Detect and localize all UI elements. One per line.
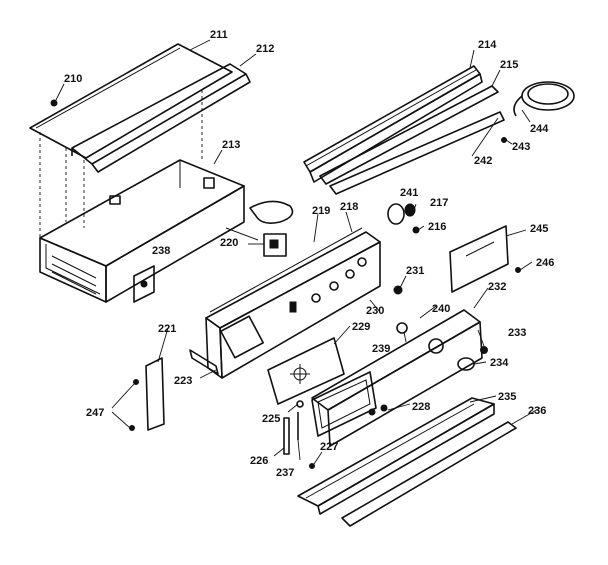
part-221-side-bracket bbox=[145, 357, 165, 431]
callout-229: 229 bbox=[352, 321, 370, 333]
callout-234: 234 bbox=[490, 357, 509, 369]
callout-221: 221 bbox=[158, 323, 176, 335]
callout-219: 219 bbox=[312, 205, 330, 217]
part-220-switch bbox=[263, 233, 287, 257]
callout-210: 210 bbox=[64, 73, 82, 85]
callout-239: 239 bbox=[372, 343, 390, 355]
leader-lines bbox=[55, 39, 541, 465]
callout-213: 213 bbox=[222, 139, 240, 151]
callout-233: 233 bbox=[508, 327, 526, 339]
part-239-washer bbox=[396, 322, 408, 334]
part-219-wiring bbox=[225, 200, 294, 241]
callout-216: 216 bbox=[428, 221, 446, 233]
part-236-bottom-trim bbox=[341, 421, 517, 527]
part-226-rod bbox=[283, 417, 290, 455]
callout-241: 241 bbox=[400, 187, 418, 199]
callout-230: 230 bbox=[366, 305, 384, 317]
callout-225: 225 bbox=[262, 413, 280, 425]
callout-218: 218 bbox=[340, 201, 358, 213]
callout-labels: 210 211 212 213 214 215 216 217 218 219 … bbox=[64, 29, 554, 479]
callout-228: 228 bbox=[412, 401, 430, 413]
part-217-knob-insert bbox=[404, 203, 416, 217]
part-225-clip bbox=[296, 400, 304, 408]
part-238-bracket bbox=[133, 265, 155, 303]
assembly-lines-left bbox=[39, 90, 203, 238]
part-245-shield-plate bbox=[449, 225, 509, 293]
callout-217: 217 bbox=[430, 197, 448, 209]
callout-235: 235 bbox=[498, 391, 516, 403]
part-213-housing bbox=[39, 159, 245, 303]
callout-227: 227 bbox=[320, 441, 338, 453]
callout-246: 246 bbox=[536, 257, 554, 269]
part-214-top-trim bbox=[303, 65, 483, 183]
callout-236: 236 bbox=[528, 405, 546, 417]
part-242-trim-strip bbox=[329, 111, 505, 195]
part-243-screw bbox=[501, 137, 507, 143]
callout-238: 238 bbox=[152, 245, 170, 257]
part-218-console-panel bbox=[205, 227, 381, 379]
callout-232: 232 bbox=[488, 281, 506, 293]
part-216-nut bbox=[412, 226, 420, 234]
callout-243: 243 bbox=[512, 141, 530, 153]
callout-211: 211 bbox=[210, 29, 228, 41]
callout-247: 247 bbox=[86, 407, 104, 419]
part-246-screw bbox=[515, 267, 521, 273]
callout-240: 240 bbox=[432, 303, 450, 315]
part-235-front-trim bbox=[297, 397, 495, 515]
part-247-screws bbox=[129, 379, 139, 431]
callout-242: 242 bbox=[474, 155, 492, 167]
part-229-dial-plate bbox=[267, 337, 345, 405]
part-233-nut bbox=[480, 346, 488, 354]
part-244-power-cord bbox=[513, 81, 575, 117]
callout-215: 215 bbox=[500, 59, 518, 71]
part-228-window bbox=[311, 371, 388, 437]
callout-226: 226 bbox=[250, 455, 268, 467]
part-241-knob bbox=[387, 203, 405, 225]
callout-244: 244 bbox=[530, 123, 549, 135]
callout-220: 220 bbox=[220, 237, 238, 249]
callout-223: 223 bbox=[174, 375, 192, 387]
part-223-mounting-bracket bbox=[189, 349, 219, 375]
part-227-screw bbox=[309, 463, 315, 469]
part-211-top-cover bbox=[29, 43, 233, 159]
callout-245: 245 bbox=[530, 223, 548, 235]
callout-212: 212 bbox=[256, 43, 274, 55]
part-240-control-panel bbox=[311, 309, 483, 447]
callout-214: 214 bbox=[478, 39, 497, 51]
part-215-trim-strip bbox=[319, 85, 499, 185]
callout-231: 231 bbox=[406, 265, 424, 277]
callout-237: 237 bbox=[276, 467, 294, 479]
part-212-angle-channel bbox=[71, 63, 251, 173]
part-210-screw bbox=[50, 99, 58, 107]
